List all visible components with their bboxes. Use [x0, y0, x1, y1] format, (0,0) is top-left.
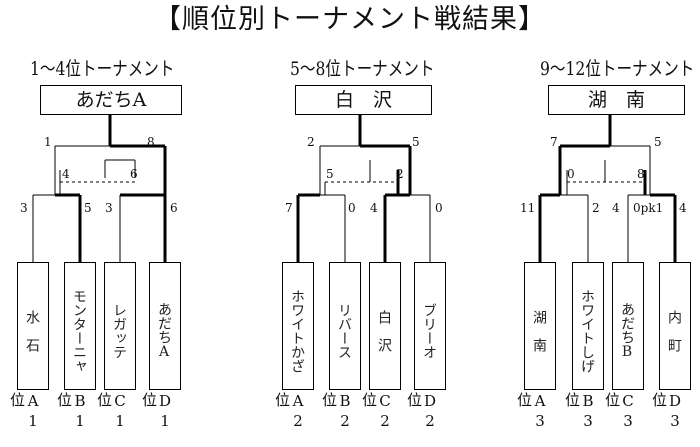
score: 0pk1 — [633, 201, 663, 215]
team-box: あだちA — [149, 262, 181, 390]
seed-label: C2位 — [360, 392, 394, 432]
bracket-header: 9～12位トーナメント — [540, 58, 695, 80]
seed-label: C3位 — [603, 392, 637, 432]
team-box: 白 沢 — [369, 262, 401, 390]
score: 11 — [520, 201, 535, 215]
team-box: 内 町 — [659, 262, 691, 390]
seed-label: D1位 — [140, 392, 174, 432]
team-box: ホワイトかざ — [282, 262, 314, 390]
seed-label: A2位 — [273, 392, 307, 432]
score: 6 — [130, 167, 138, 181]
team-box: ホワイトしげ — [572, 262, 604, 390]
team-box: リバース — [329, 262, 361, 390]
score: 5 — [654, 135, 662, 149]
score: 8 — [637, 167, 645, 181]
seed-label: A3位 — [515, 392, 549, 432]
winner-box: 白 沢 — [295, 85, 432, 115]
score: 3 — [20, 201, 28, 215]
score: 5 — [326, 167, 334, 181]
score: 7 — [285, 201, 293, 215]
score: 8 — [147, 135, 155, 149]
team-box: あだちB — [612, 262, 644, 390]
score: 4 — [612, 201, 620, 215]
winner-box: 湖 南 — [548, 85, 685, 115]
team-box: モンターニャ — [64, 262, 96, 390]
score: 5 — [412, 135, 420, 149]
seed-label: B1位 — [55, 392, 89, 432]
score: 4 — [62, 167, 70, 181]
seed-label: A1位 — [8, 392, 42, 432]
score: 0 — [348, 201, 356, 215]
score: 7 — [550, 135, 558, 149]
seed-label: C1位 — [95, 392, 129, 432]
seed-label: D2位 — [405, 392, 439, 432]
score: 3 — [105, 201, 113, 215]
score: 2 — [396, 167, 404, 181]
seed-label: B2位 — [320, 392, 354, 432]
seed-label: D3位 — [650, 392, 684, 432]
page-title: 【順位別トーナメント戦結果】 — [154, 4, 546, 35]
score: 2 — [307, 135, 315, 149]
bracket-header: 1～4位トーナメント — [30, 58, 175, 80]
score: 0 — [435, 201, 443, 215]
bracket-header: 5～8位トーナメント — [290, 58, 435, 80]
score: 1 — [44, 135, 52, 149]
score: 2 — [592, 201, 600, 215]
score: 4 — [679, 201, 687, 215]
seed-label: B3位 — [563, 392, 597, 432]
team-box: レガッテ — [104, 262, 136, 390]
team-box: 水 石 — [17, 262, 49, 390]
score: 5 — [84, 201, 92, 215]
team-box: 湖 南 — [524, 262, 556, 390]
score: 6 — [170, 201, 178, 215]
team-box: ブリーオ — [414, 262, 446, 390]
score: 4 — [370, 201, 378, 215]
score: 0 — [567, 167, 575, 181]
